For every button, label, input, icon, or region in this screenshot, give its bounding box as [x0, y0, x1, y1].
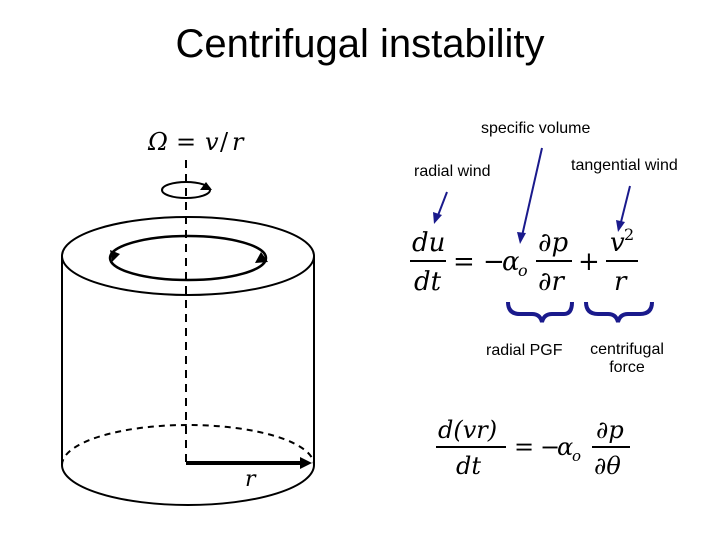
omega-v: v [205, 128, 219, 156]
arrowhead-tangential-wind [616, 220, 625, 232]
eq2-alpha: α [557, 433, 573, 461]
label-radial-pgf: radial PGF [486, 342, 563, 359]
eq2-dvr: d(vr) [438, 416, 497, 444]
eq1-dr: ∂r [538, 267, 565, 297]
eq1-alpha-sub: o [518, 261, 528, 280]
arrow-radial-wind [436, 191, 448, 219]
rotation-ellipse-inner [108, 234, 268, 282]
eq2-dtheta: ∂θ [594, 452, 621, 480]
omega-r: r [232, 128, 245, 156]
rotation-arrowhead-inner-right [255, 252, 268, 263]
eq1-r: r [614, 267, 628, 297]
eq2-dp: ∂p [596, 416, 624, 444]
eq1-plus: + [578, 247, 600, 277]
arrow-specific-volume [521, 147, 543, 237]
label-centrifugal-force: centrifugal force [582, 341, 672, 377]
cylinder-top-ellipse [61, 216, 315, 296]
radius-label: r [245, 467, 257, 492]
label-centrifugal-line1: centrifugal [590, 341, 664, 358]
omega-slash: / [220, 128, 229, 156]
label-specific-volume: specific volume [481, 120, 591, 137]
cylinder-bottom-front [61, 464, 315, 506]
radius-arrowhead [300, 457, 312, 469]
eq1-minus: − [483, 247, 505, 277]
eq1-dp: ∂p [538, 228, 568, 258]
eq1-v-sup: 2 [624, 225, 634, 244]
rotation-arrowhead-inner-left [110, 250, 120, 262]
brace-centrifugal [584, 301, 654, 323]
rotation-arrowhead-top [200, 182, 212, 190]
eq1-alpha: α [502, 247, 520, 277]
eq2-minus: − [540, 433, 560, 461]
cylinder-bottom-back [61, 424, 315, 466]
equation-momentum-tangential: d(vr) dt = − α o ∂p ∂θ [436, 416, 630, 480]
omega-symbol: Ω [147, 128, 168, 156]
label-radial-wind: radial wind [414, 163, 491, 180]
eq1-equals: = [453, 247, 475, 277]
label-centrifugal-line2: force [609, 359, 645, 376]
eq2-equals: = [514, 433, 534, 461]
eq1-du: du [412, 228, 445, 258]
eq2-alpha-sub: o [572, 447, 581, 465]
arrowhead-specific-volume [517, 232, 526, 244]
equation-momentum-radial: du dt = − α o ∂p ∂r + v 2 r [410, 225, 638, 297]
arrowhead-radial-wind [433, 212, 442, 224]
label-tangential-wind: tangential wind [571, 157, 678, 174]
brace-radial-pgf [506, 301, 574, 323]
page-title: Centrifugal instability [175, 22, 545, 66]
eq2-dt: dt [456, 452, 481, 480]
eq1-dt: dt [414, 267, 442, 297]
eq1-v: v [610, 228, 625, 258]
arrow-tangential-wind [619, 185, 631, 227]
omega-equals: = [176, 128, 196, 156]
